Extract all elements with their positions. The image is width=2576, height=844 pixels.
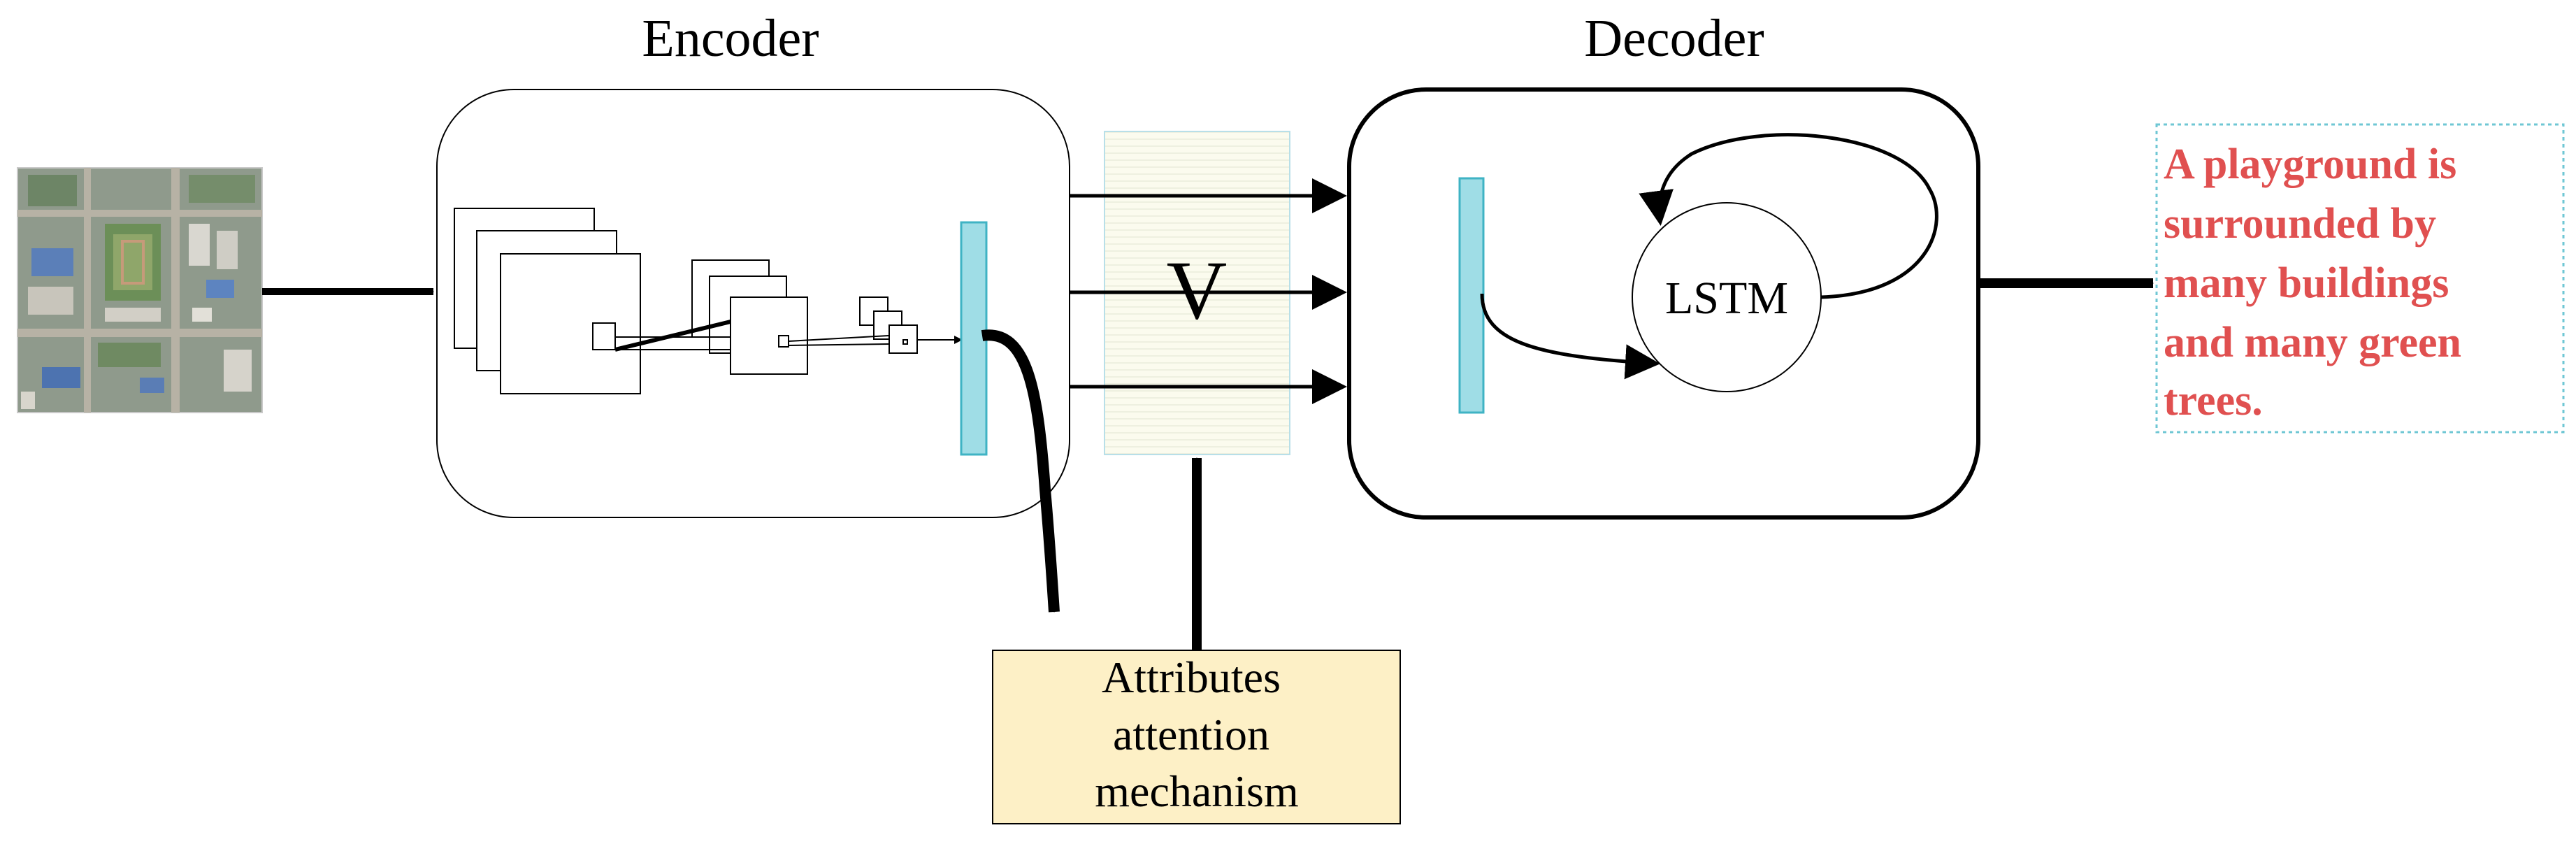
encoder-feature-bar	[960, 221, 988, 456]
lstm-recurrent-arrow	[1639, 133, 1938, 299]
output-caption-line: A playground is	[2164, 141, 2456, 188]
attributes-label: Attributes attention mechanism	[1095, 652, 1298, 816]
output-caption-box	[2155, 123, 2565, 434]
attributes-label-line: attention	[1113, 710, 1269, 759]
output-caption-line: many buildings	[2164, 259, 2449, 307]
cnn-layers	[454, 208, 963, 394]
decoder-title: Decoder	[1584, 9, 1764, 68]
lstm-label: LSTM	[1665, 273, 1788, 324]
output-caption-line: trees.	[2164, 377, 2263, 424]
bar-to-lstm-arrow	[1480, 293, 1660, 380]
output-caption-line: surrounded by	[2164, 200, 2436, 248]
decoder-feature-bar	[1458, 177, 1485, 414]
aerial-city-image-icon	[17, 167, 263, 413]
attributes-attention-box	[992, 650, 1401, 824]
features-to-attributes-arrow	[981, 329, 1060, 613]
output-caption: A playground is surrounded by many build…	[2164, 141, 2473, 424]
v-to-decoder-arrows	[1070, 178, 1347, 404]
output-caption-line: and many green	[2164, 319, 2461, 366]
encoder-title: Encoder	[642, 9, 819, 68]
attributes-label-line: Attributes	[1102, 652, 1281, 702]
attributes-label-line: mechanism	[1095, 766, 1298, 816]
v-label: V	[1167, 243, 1228, 336]
